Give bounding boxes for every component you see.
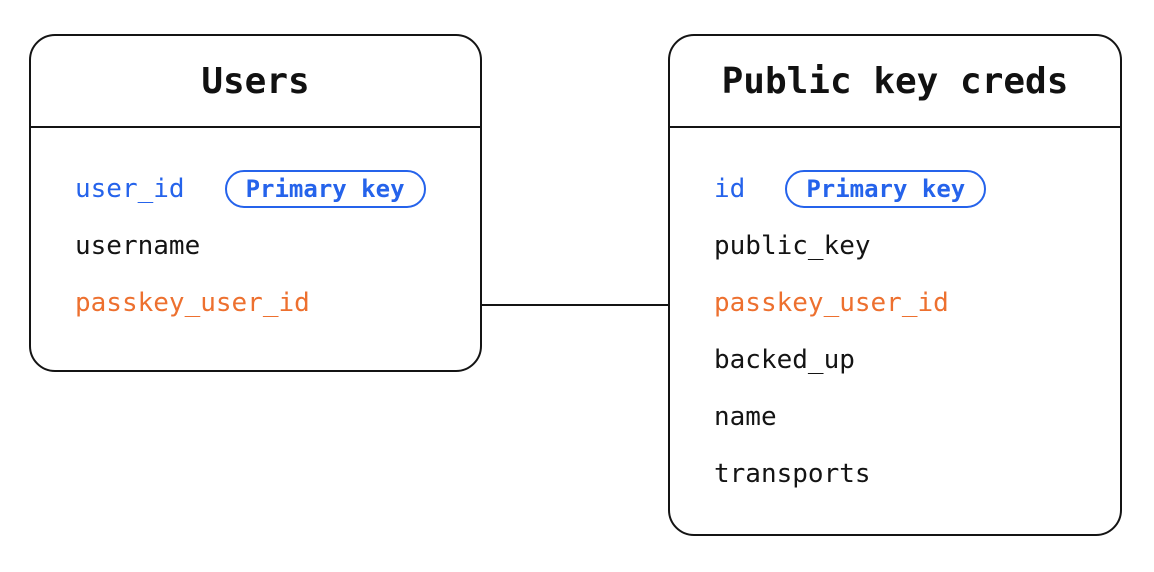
field-name-public-key: public_key [714,230,871,261]
field-row: user_id Primary key [75,160,480,217]
relationship-line [482,304,668,306]
field-row: passkey_user_id [75,274,480,331]
entity-body: id Primary key public_key passkey_user_i… [670,128,1120,502]
field-name-username: username [75,230,201,261]
field-name-id: id [714,173,746,204]
field-name-user-id: user_id [75,173,185,204]
field-name-passkey-user-id: passkey_user_id [714,287,949,318]
field-name-transports: transports [714,458,871,489]
field-name-name: name [714,401,777,432]
field-row: transports [714,445,1120,502]
field-row: username [75,217,480,274]
entity-body: user_id Primary key username passkey_use… [31,128,480,331]
entity-title: Users [201,60,310,102]
primary-key-badge: Primary key [224,169,426,208]
field-name-backed-up: backed_up [714,344,855,375]
entity-box-users: Users user_id Primary key username passk… [29,34,482,372]
field-name-passkey-user-id: passkey_user_id [75,287,310,318]
primary-key-badge: Primary key [785,169,987,208]
entity-title: Public key creds [721,60,1069,102]
entity-box-public-key-creds: Public key creds id Primary key public_k… [668,34,1122,536]
field-row: public_key [714,217,1120,274]
field-row: name [714,388,1120,445]
field-row: passkey_user_id [714,274,1120,331]
entity-header: Public key creds [670,36,1120,128]
entity-header: Users [31,36,480,128]
field-row: id Primary key [714,160,1120,217]
field-row: backed_up [714,331,1120,388]
